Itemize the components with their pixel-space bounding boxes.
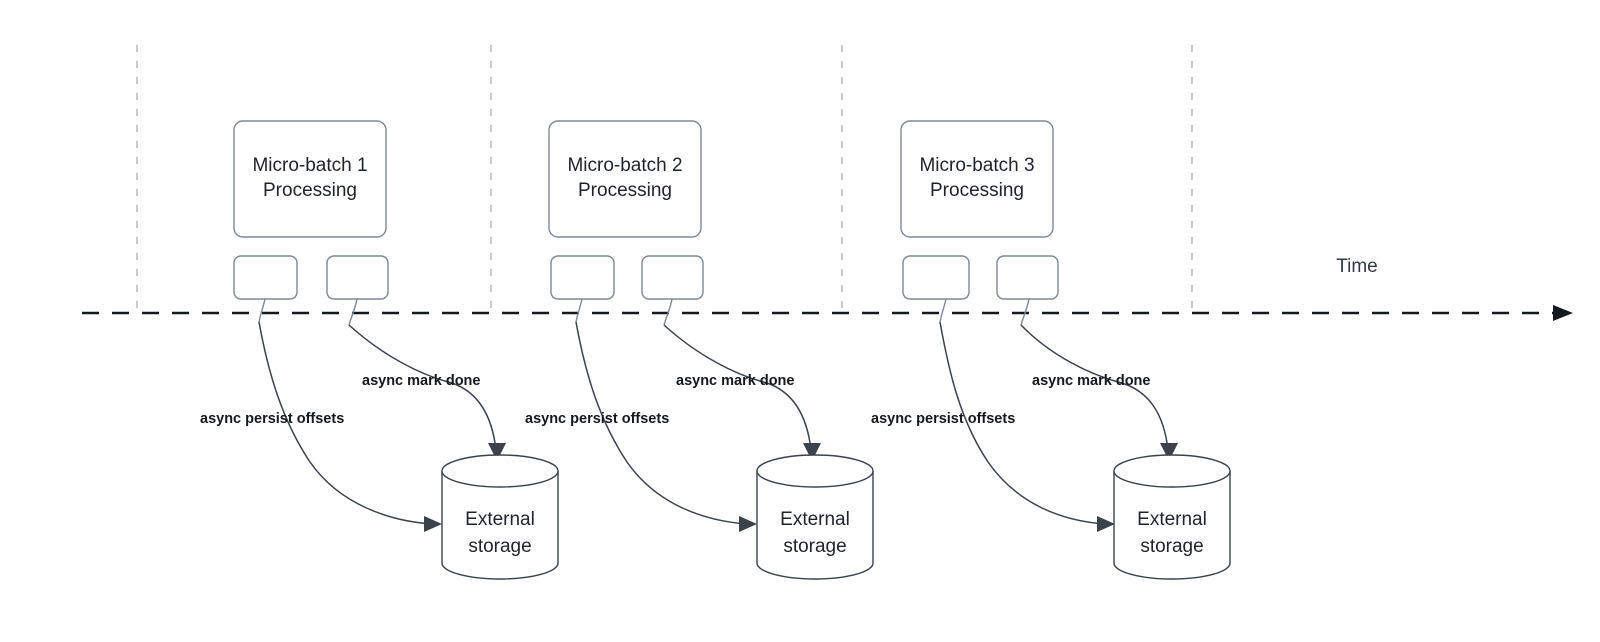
mark-done-stub-1	[348, 298, 358, 326]
group-1: Micro-batch 1 Processing async persist o…	[200, 120, 559, 580]
external-storage-2[interactable]: External storage	[756, 454, 874, 580]
external-storage-1[interactable]: External storage	[441, 454, 559, 580]
time-axis-label: Time	[1336, 256, 1378, 277]
storage-label-1-line1: External	[465, 509, 535, 530]
mark-done-stub-2	[663, 298, 673, 326]
persist-offsets-label-1: async persist offsets	[200, 411, 344, 427]
storage-label-1-line2: storage	[468, 536, 531, 557]
storage-cylinder-top-2	[756, 454, 874, 488]
persist-offsets-arrow-2	[575, 321, 748, 525]
storage-label-2-line1: External	[780, 509, 850, 530]
mark-done-task-box-1[interactable]	[326, 255, 389, 300]
mark-done-arrowhead-1	[488, 443, 506, 461]
persist-offsets-arrow-1	[258, 321, 433, 525]
persist-task-box-3[interactable]	[902, 255, 970, 300]
storage-cylinder-top-1	[441, 454, 559, 488]
process-box-1-label-line1: Micro-batch 1	[252, 155, 367, 176]
time-axis-arrowhead	[1553, 305, 1573, 321]
persist-offsets-label-3: async persist offsets	[871, 411, 1015, 427]
process-box-1-label-line2: Processing	[263, 180, 357, 201]
persist-stub-3	[939, 298, 947, 323]
storage-label-3-line1: External	[1137, 509, 1207, 530]
persist-offsets-arrow-3	[939, 321, 1106, 525]
process-box-2-label-line1: Micro-batch 2	[567, 155, 682, 176]
storage-cylinder-body-3	[1113, 471, 1231, 580]
persist-task-box-2[interactable]	[550, 255, 615, 300]
external-storage-3[interactable]: External storage	[1113, 454, 1231, 580]
storage-label-2-line2: storage	[783, 536, 846, 557]
process-box-3-label-line1: Micro-batch 3	[919, 155, 1034, 176]
persist-offsets-arrowhead-2	[739, 516, 757, 532]
persist-stub-1	[258, 298, 266, 323]
persist-offsets-label-2: async persist offsets	[525, 411, 669, 427]
mark-done-stub-3	[1020, 298, 1030, 326]
storage-label-3-line2: storage	[1140, 536, 1203, 557]
group-3: Micro-batch 3 Processing async persist o…	[871, 120, 1231, 580]
mark-done-arrowhead-3	[1160, 443, 1178, 461]
persist-task-box-1[interactable]	[233, 255, 298, 300]
mark-done-label-1: async mark done	[362, 373, 480, 389]
process-box-1[interactable]	[233, 120, 387, 238]
mark-done-arrow-2	[663, 324, 812, 451]
persist-offsets-arrowhead-1	[424, 516, 442, 532]
mark-done-task-box-2[interactable]	[641, 255, 704, 300]
mark-done-arrowhead-2	[803, 443, 821, 461]
process-box-3[interactable]	[900, 120, 1054, 238]
mark-done-arrow-3	[1020, 324, 1169, 451]
persist-offsets-arrowhead-3	[1097, 516, 1115, 532]
mark-done-label-3: async mark done	[1032, 373, 1150, 389]
time-axis: Time	[82, 256, 1573, 321]
storage-cylinder-body-2	[756, 471, 874, 580]
persist-stub-2	[575, 298, 583, 323]
mark-done-arrow-1	[348, 324, 497, 451]
mark-done-task-box-3[interactable]	[996, 255, 1059, 300]
process-box-3-label-line2: Processing	[930, 180, 1024, 201]
mark-done-label-2: async mark done	[676, 373, 794, 389]
storage-cylinder-body-1	[441, 471, 559, 580]
batch-boundary-dividers	[136, 45, 1193, 313]
group-2: Micro-batch 2 Processing async persist o…	[525, 120, 874, 580]
process-box-2[interactable]	[548, 120, 702, 238]
process-box-2-label-line2: Processing	[578, 180, 672, 201]
storage-cylinder-top-3	[1113, 454, 1231, 488]
